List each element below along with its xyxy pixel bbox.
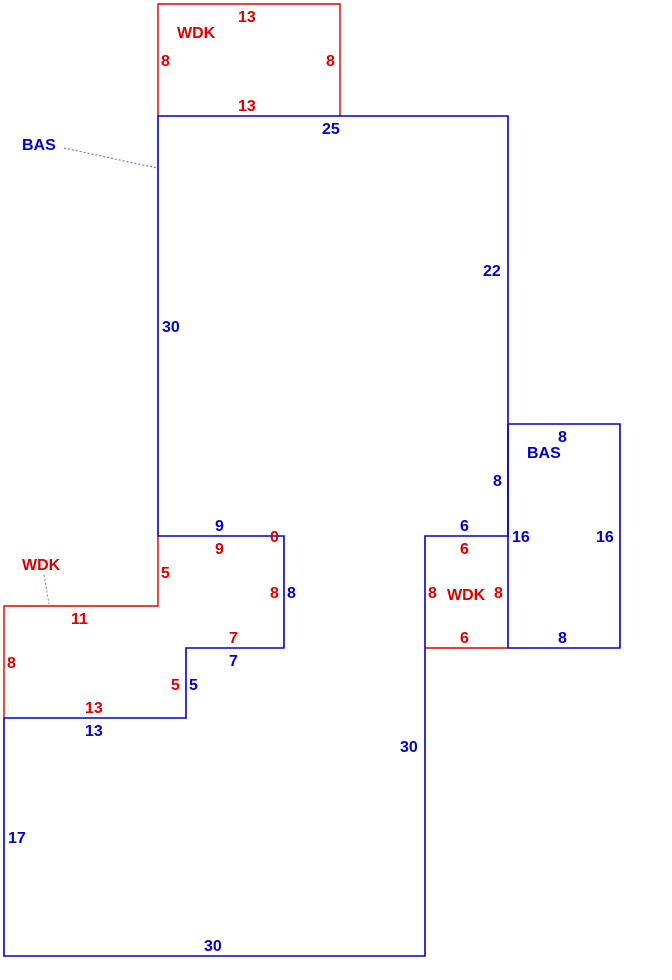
- dim-label: 30: [162, 319, 180, 336]
- dim-label: 5: [171, 677, 180, 694]
- dim-label: 5: [189, 677, 198, 694]
- dim-label: 16: [512, 529, 530, 546]
- wdk-top-label: WDK: [177, 25, 216, 42]
- dim-label: 8: [326, 53, 335, 70]
- dim-label: 8: [428, 585, 437, 602]
- dim-label: 11: [71, 611, 88, 628]
- dim-label: 7: [229, 653, 238, 670]
- dim-label: 5: [161, 565, 170, 582]
- wdk-left-outline: [3, 536, 159, 718]
- dim-label: 8: [558, 630, 567, 647]
- dim-label: 0: [270, 529, 279, 546]
- dim-label: 8: [161, 53, 170, 70]
- dim-label: 8: [558, 429, 567, 446]
- dim-label: 13: [85, 700, 103, 717]
- dim-label: 30: [204, 938, 222, 955]
- dim-label: 13: [238, 9, 256, 26]
- dim-label: 13: [238, 98, 256, 115]
- dim-label: 6: [460, 541, 469, 558]
- bas-leader-line: [63, 147, 158, 169]
- dim-label: 17: [8, 830, 26, 847]
- bas-main-outline: [3, 115, 509, 957]
- dim-label: 22: [483, 263, 501, 280]
- dim-label: 7: [229, 630, 238, 647]
- dim-label: 6: [460, 630, 469, 647]
- dim-label: 9: [215, 518, 224, 535]
- dim-label: 16: [596, 529, 614, 546]
- bas-right-label: BAS: [527, 445, 561, 462]
- dim-label: 8: [287, 585, 296, 602]
- dim-label: 13: [85, 723, 103, 740]
- dim-label: 8: [493, 473, 502, 490]
- wdk-left-label: WDK: [22, 557, 61, 574]
- dim-label: 8: [494, 585, 503, 602]
- dim-label: 8: [7, 655, 16, 672]
- dim-label: 6: [460, 518, 469, 535]
- dim-label: 25: [322, 121, 340, 138]
- dim-label: 30: [400, 739, 418, 756]
- bas-right-outline: [507, 423, 621, 649]
- wdk-top-outline: [157, 3, 341, 116]
- bas-main-label: BAS: [22, 137, 56, 154]
- wdk-leader-line: [43, 574, 50, 605]
- dim-label: 9: [215, 541, 224, 558]
- dim-label: 8: [270, 585, 279, 602]
- wdk-right-label: WDK: [447, 587, 486, 604]
